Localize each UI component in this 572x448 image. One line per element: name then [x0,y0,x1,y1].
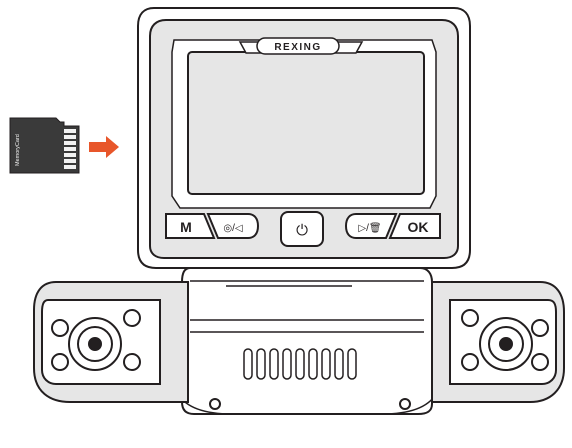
mode-button-label: M [180,219,192,235]
play-delete-icon: ▷/🗑 [358,222,381,234]
left-ir-led-top-right [123,309,141,327]
power-button[interactable]: ⏻ [280,211,324,247]
right-ir-led-top-left [461,309,479,327]
right-ir-led-bottom-right [531,353,549,371]
memory-card: MemoryCard [9,117,80,174]
speaker-grille [243,348,357,380]
lcd-screen [187,51,425,195]
power-icon: ⏻ [296,222,308,239]
left-ir-led-bottom-left [51,353,69,371]
arrow-right-icon [89,136,119,158]
right-camera-module [431,281,565,403]
base-screw-right [399,398,411,410]
left-camera-module [33,281,189,403]
camera-base [177,267,437,415]
play-delete-button[interactable]: ▷/🗑 [344,213,398,239]
screen-housing [137,7,471,269]
right-ir-led-top-right [531,319,549,337]
brand-logo-text: REXING [274,42,321,53]
base-screw-left [209,398,221,410]
memory-card-contacts [64,129,76,169]
left-ir-led-top-left [51,319,69,337]
memory-card-label: MemoryCard [15,134,21,166]
ok-button-label: OK [408,219,429,235]
right-ir-led-bottom-left [461,353,479,371]
mode-button[interactable]: M [165,213,216,239]
ok-button[interactable]: OK [388,213,441,239]
photo-rewind-icon: ◎/◁ [223,223,243,234]
left-ir-led-bottom-right [123,353,141,371]
right-lens-center [499,337,513,351]
brand-logo: REXING [238,37,364,55]
photo-rewind-button[interactable]: ◎/◁ [206,213,260,239]
left-lens-center [88,337,102,351]
